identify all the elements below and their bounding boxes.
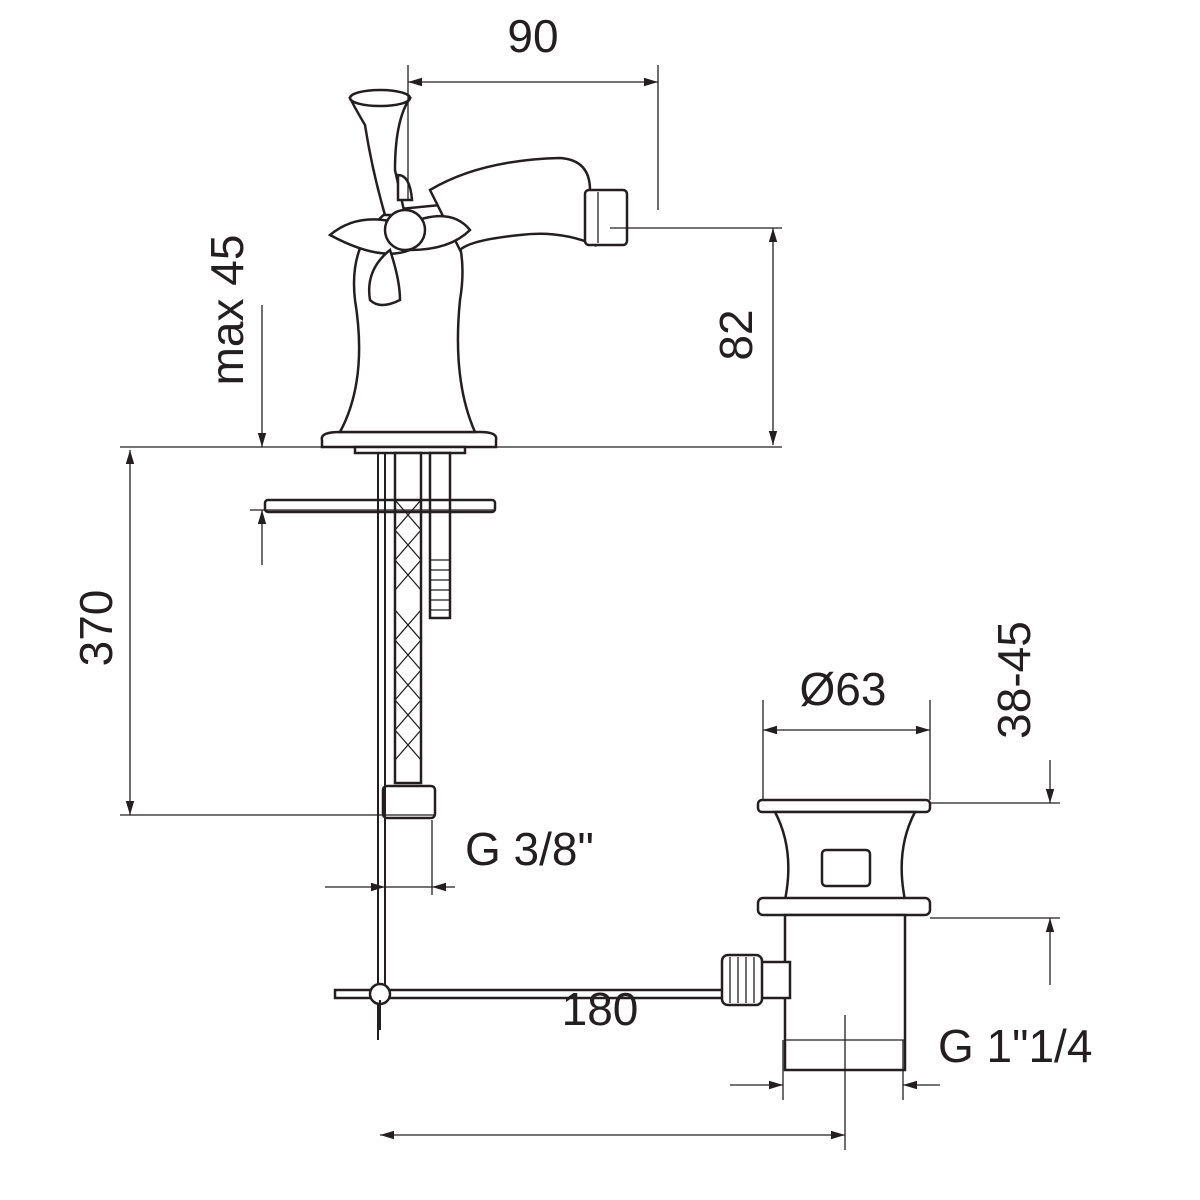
dim-waste-diameter: Ø63: [800, 663, 887, 715]
dim-spout-reach: 90: [507, 10, 558, 62]
dim-rod-distance: 180: [562, 983, 639, 1035]
dim-deck-thickness: max 45: [201, 235, 253, 386]
dim-hose-length: 370: [70, 590, 122, 667]
faucet-body: [320, 88, 629, 455]
dimension-lines: [120, 65, 1060, 1140]
dim-waste-range: 38-45: [988, 621, 1040, 739]
pop-up-rod: [333, 453, 737, 1040]
pop-up-waste: [720, 798, 932, 1150]
dim-hose-connection: G 3/8": [465, 823, 594, 875]
supply-hose: [263, 451, 497, 820]
dim-spout-height: 82: [710, 309, 762, 360]
dim-waste-thread: G 1"1/4: [938, 1020, 1092, 1072]
